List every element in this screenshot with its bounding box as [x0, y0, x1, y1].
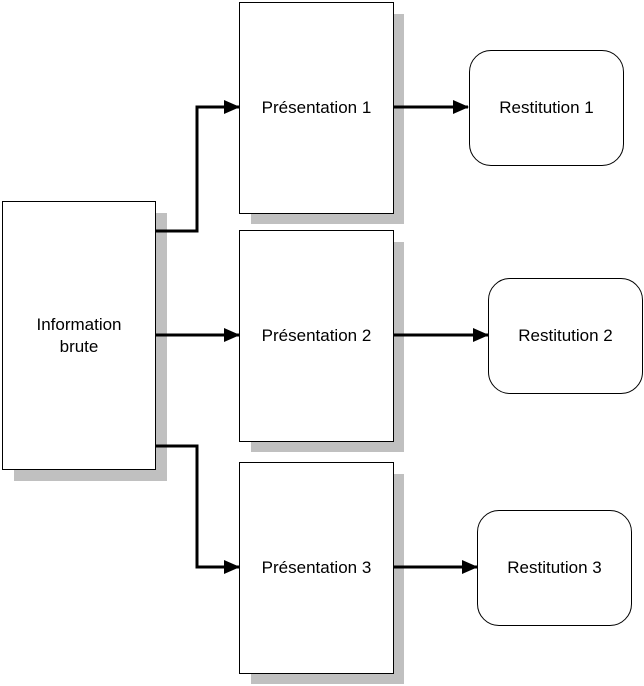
- restitution-2-box: Restitution 2: [488, 278, 643, 394]
- presentation-2-box: Présentation 2: [239, 230, 394, 442]
- restitution-3-box: Restitution 3: [477, 510, 632, 626]
- arrow-source-to-presentation-1: [155, 100, 240, 233]
- presentation-2-label: Présentation 2: [261, 326, 372, 345]
- restitution-2-label: Restitution 2: [518, 326, 613, 345]
- presentation-1-box: Présentation 1: [239, 2, 394, 214]
- arrow-source-to-presentation-3: [155, 444, 240, 574]
- information-brute-label-line1: Information: [36, 314, 122, 334]
- information-brute-box: Information brute: [2, 201, 156, 470]
- restitution-1-label: Restitution 1: [499, 98, 594, 117]
- information-brute-label-line2: brute: [59, 336, 99, 356]
- presentation-3-label: Présentation 3: [261, 558, 372, 577]
- restitution-3-label: Restitution 3: [507, 558, 602, 577]
- presentation-3-box: Présentation 3: [239, 462, 394, 674]
- presentation-1-label: Présentation 1: [261, 98, 372, 117]
- restitution-1-box: Restitution 1: [469, 50, 624, 166]
